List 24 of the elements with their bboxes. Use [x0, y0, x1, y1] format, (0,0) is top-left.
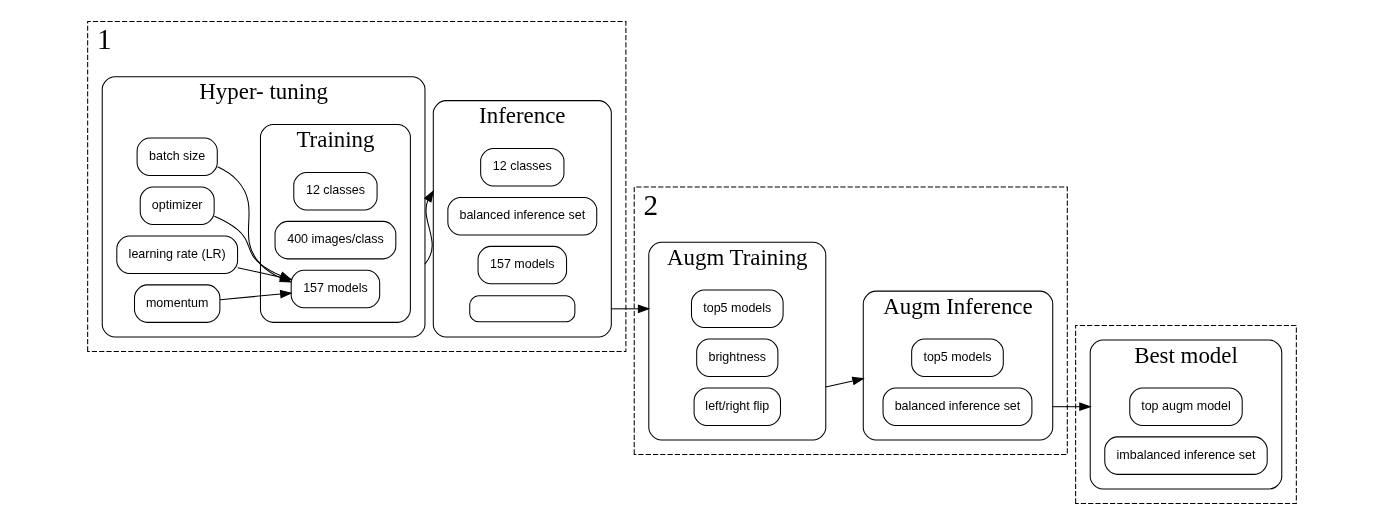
arrow — [610, 303, 651, 313]
node-box: 12 classes — [480, 147, 565, 186]
node-box: balanced inference set — [447, 196, 598, 235]
node-box: top5 models — [911, 338, 1004, 377]
arrow — [825, 376, 865, 388]
node-box: 400 images/class — [274, 220, 397, 259]
arrow — [219, 289, 293, 300]
node-box: top5 models — [690, 289, 784, 328]
arrow — [423, 189, 435, 265]
node-box: left/right flip — [693, 386, 781, 426]
node-box — [469, 294, 576, 322]
node-box: learning rate (LR) — [116, 234, 239, 274]
node-box: brightness — [696, 338, 779, 377]
node-box: 157 models — [477, 245, 568, 284]
node-box: optimizer — [139, 186, 215, 225]
node-box: 12 classes — [293, 171, 378, 210]
node-box: batch size — [136, 137, 218, 176]
cluster — [1075, 324, 1297, 504]
node-box: momentum — [134, 283, 221, 323]
node-box: imbalanced inference set — [1104, 435, 1268, 475]
arrow — [1052, 401, 1092, 411]
node-box: balanced inference set — [882, 386, 1033, 426]
node-box: top augm model — [1129, 386, 1243, 426]
node-box: 157 models — [290, 269, 381, 308]
